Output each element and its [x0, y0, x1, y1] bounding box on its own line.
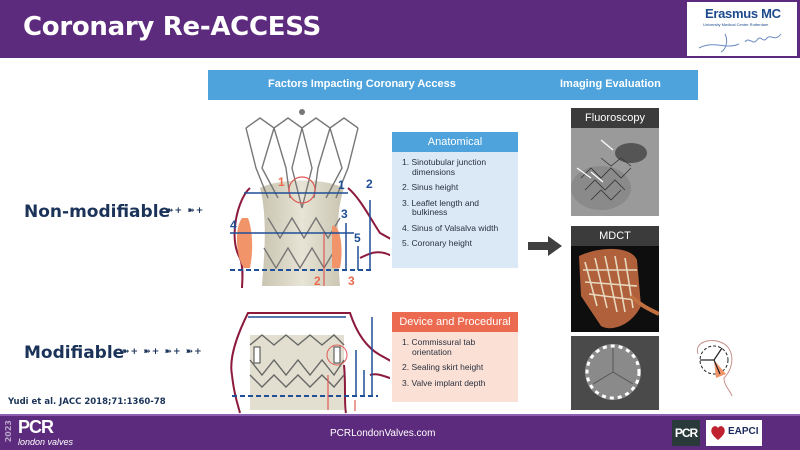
anatomical-factors-panel: Anatomical 1. Sinotubular junction dimen… [392, 132, 518, 268]
label-5: 5 [354, 231, 361, 245]
signature-icon [698, 33, 782, 53]
label-2: 2 [366, 177, 373, 191]
footer-pcr-logo: PCR [18, 417, 54, 437]
anatomical-item: 3. Leaflet length and bulkiness [402, 197, 480, 217]
section-header-bar: Factors Impacting Coronary Access Imagin… [208, 70, 698, 100]
imaging-heading: Imaging Evaluation [560, 78, 661, 90]
fluoroscopy-image [571, 128, 659, 216]
valve-diagram-device [230, 312, 390, 414]
pcr-partner-logo: PCR [672, 420, 700, 446]
aortic-wall-right [347, 187, 390, 259]
ct-crosssection-image [571, 336, 659, 410]
modifiable-arrows-icon: ➽+ ➽+ ➽+ ➽+ [122, 347, 203, 357]
leaflet-highlight-circle [288, 176, 316, 204]
label-red-3: 3 [348, 274, 355, 288]
commissure-alignment-schematic-icon [696, 340, 733, 397]
label-3: 3 [341, 207, 348, 221]
anatomical-title: Anatomical [392, 132, 518, 152]
footer-year: 2023 [4, 420, 13, 443]
anatomical-item: 1. Sinotubular junction dimensions [402, 157, 487, 177]
valve-diagram-anatomical: 1 2 3 4 5 1 2 3 [230, 109, 390, 289]
label-red-1: 1 [278, 175, 285, 189]
anatomical-item: 2. Sinus height [402, 182, 459, 192]
fluoroscopy-label: Fluoroscopy [571, 108, 659, 128]
right-arrow-icon [528, 236, 562, 256]
heart-icon [711, 426, 725, 440]
device-procedural-panel: Device and Procedural 1. Commissural tab… [392, 312, 518, 402]
commissural-tab-left [253, 346, 261, 364]
anatomical-item: 4. Sinus of Valsalva width [402, 222, 499, 233]
footer-event-name: london valves [18, 437, 74, 447]
modifiable-label: Modifiable [24, 343, 125, 363]
frame-tab-icon [299, 109, 305, 115]
device-item: 3. Valve implant depth [402, 377, 486, 388]
label-4: 4 [230, 218, 237, 232]
logo-name: Erasmus MC [705, 6, 781, 21]
erasmus-logo: Erasmus MC University Medical Center Rot… [687, 2, 797, 56]
factors-heading: Factors Impacting Coronary Access [268, 78, 456, 90]
mdct-3d-image [579, 248, 659, 329]
header-bar: Coronary Re-ACCESS Erasmus MC University… [0, 0, 800, 58]
mdct-panel: MDCT [571, 226, 659, 332]
device-item: 1. Commissural tab orientation [402, 337, 476, 357]
ct-crosssection-panel [571, 336, 659, 410]
label-1: 1 [338, 178, 345, 192]
logo-subtitle: University Medical Center Rotterdam [703, 22, 769, 27]
eapci-label: EAPCI [728, 426, 759, 437]
slide-title: Coronary Re-ACCESS [23, 12, 321, 42]
footer-url-link[interactable]: PCRLondonValves.com [330, 428, 436, 439]
label-red-2: 2 [314, 274, 321, 288]
non-modifiable-arrows-icon: ➽+ ➽+ [166, 206, 205, 216]
valve-frame [245, 117, 359, 270]
anatomical-item: 5. Coronary height [402, 238, 472, 248]
non-modifiable-label: Non-modifiable [24, 202, 171, 222]
fluoroscopy-panel: Fluoroscopy [571, 108, 659, 216]
mdct-label: MDCT [571, 226, 659, 246]
device-item: 2. Sealing skirt height [402, 362, 484, 372]
citation-reference: Yudi et al. JACC 2018;71:1360-78 [8, 397, 166, 407]
commissural-tab-right [333, 346, 341, 364]
eapci-logo: EAPCI [706, 420, 762, 446]
device-title: Device and Procedural [392, 312, 518, 332]
footer-bar: 2023 PCR london valves PCRLondonValves.c… [0, 414, 800, 450]
